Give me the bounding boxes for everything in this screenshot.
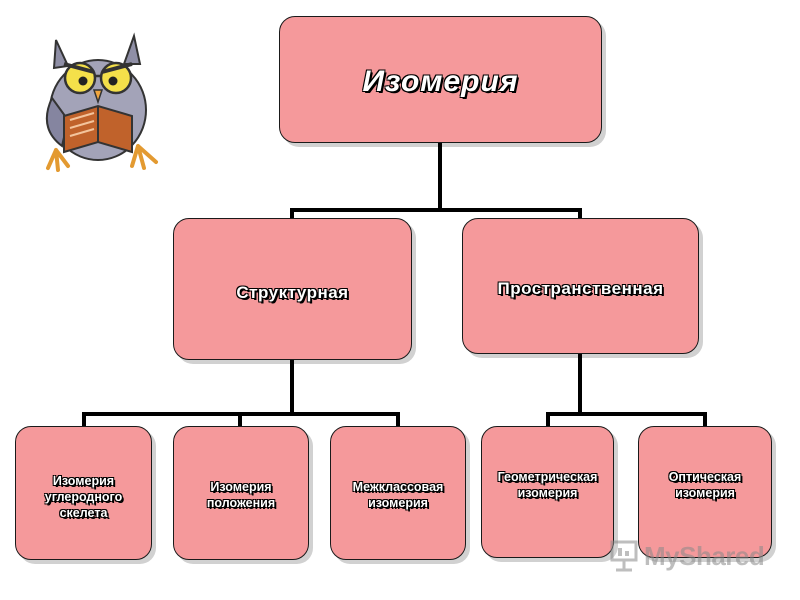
node-position-line-1: Изомерия [210,480,272,494]
node-skeletal-isomerism: Изомерия углеродного скелета [15,426,152,560]
watermark-text: MyShared [644,541,765,571]
node-interclass-isomerism: Межклассовая изомерия [330,426,466,560]
node-geometric-line-1: Геометрическая [497,470,598,484]
node-optical-line-2: изомерия [675,486,735,500]
node-structural: Структурная [173,218,412,360]
node-root-isomeria: Изомерия [279,16,602,143]
myshared-logo-icon [610,540,638,572]
node-structural-label: Структурная [236,283,349,302]
node-optical-line-1: Оптическая [668,470,742,484]
node-optical-isomerism: Оптическая изомерия [638,426,772,558]
node-geometric-line-2: изомерия [517,486,578,500]
node-spatial-label: Пространственная [497,279,664,298]
node-skeletal-line-1: Изомерия [52,474,115,488]
node-root-label: Изомерия [362,65,519,98]
node-position-line-2: положения [206,496,276,510]
node-interclass-line-1: Межклассовая [352,480,444,494]
node-skeletal-line-2: углеродного [44,490,123,504]
node-position-isomerism: Изомерия положения [173,426,309,560]
node-geometric-isomerism: Геометрическая изомерия [481,426,614,558]
node-skeletal-line-3: скелета [59,506,108,520]
myshared-watermark: MyShared [610,538,770,574]
node-spatial: Пространственная [462,218,699,354]
owl-reading-book-icon [45,32,158,172]
node-interclass-line-2: изомерия [368,496,428,510]
